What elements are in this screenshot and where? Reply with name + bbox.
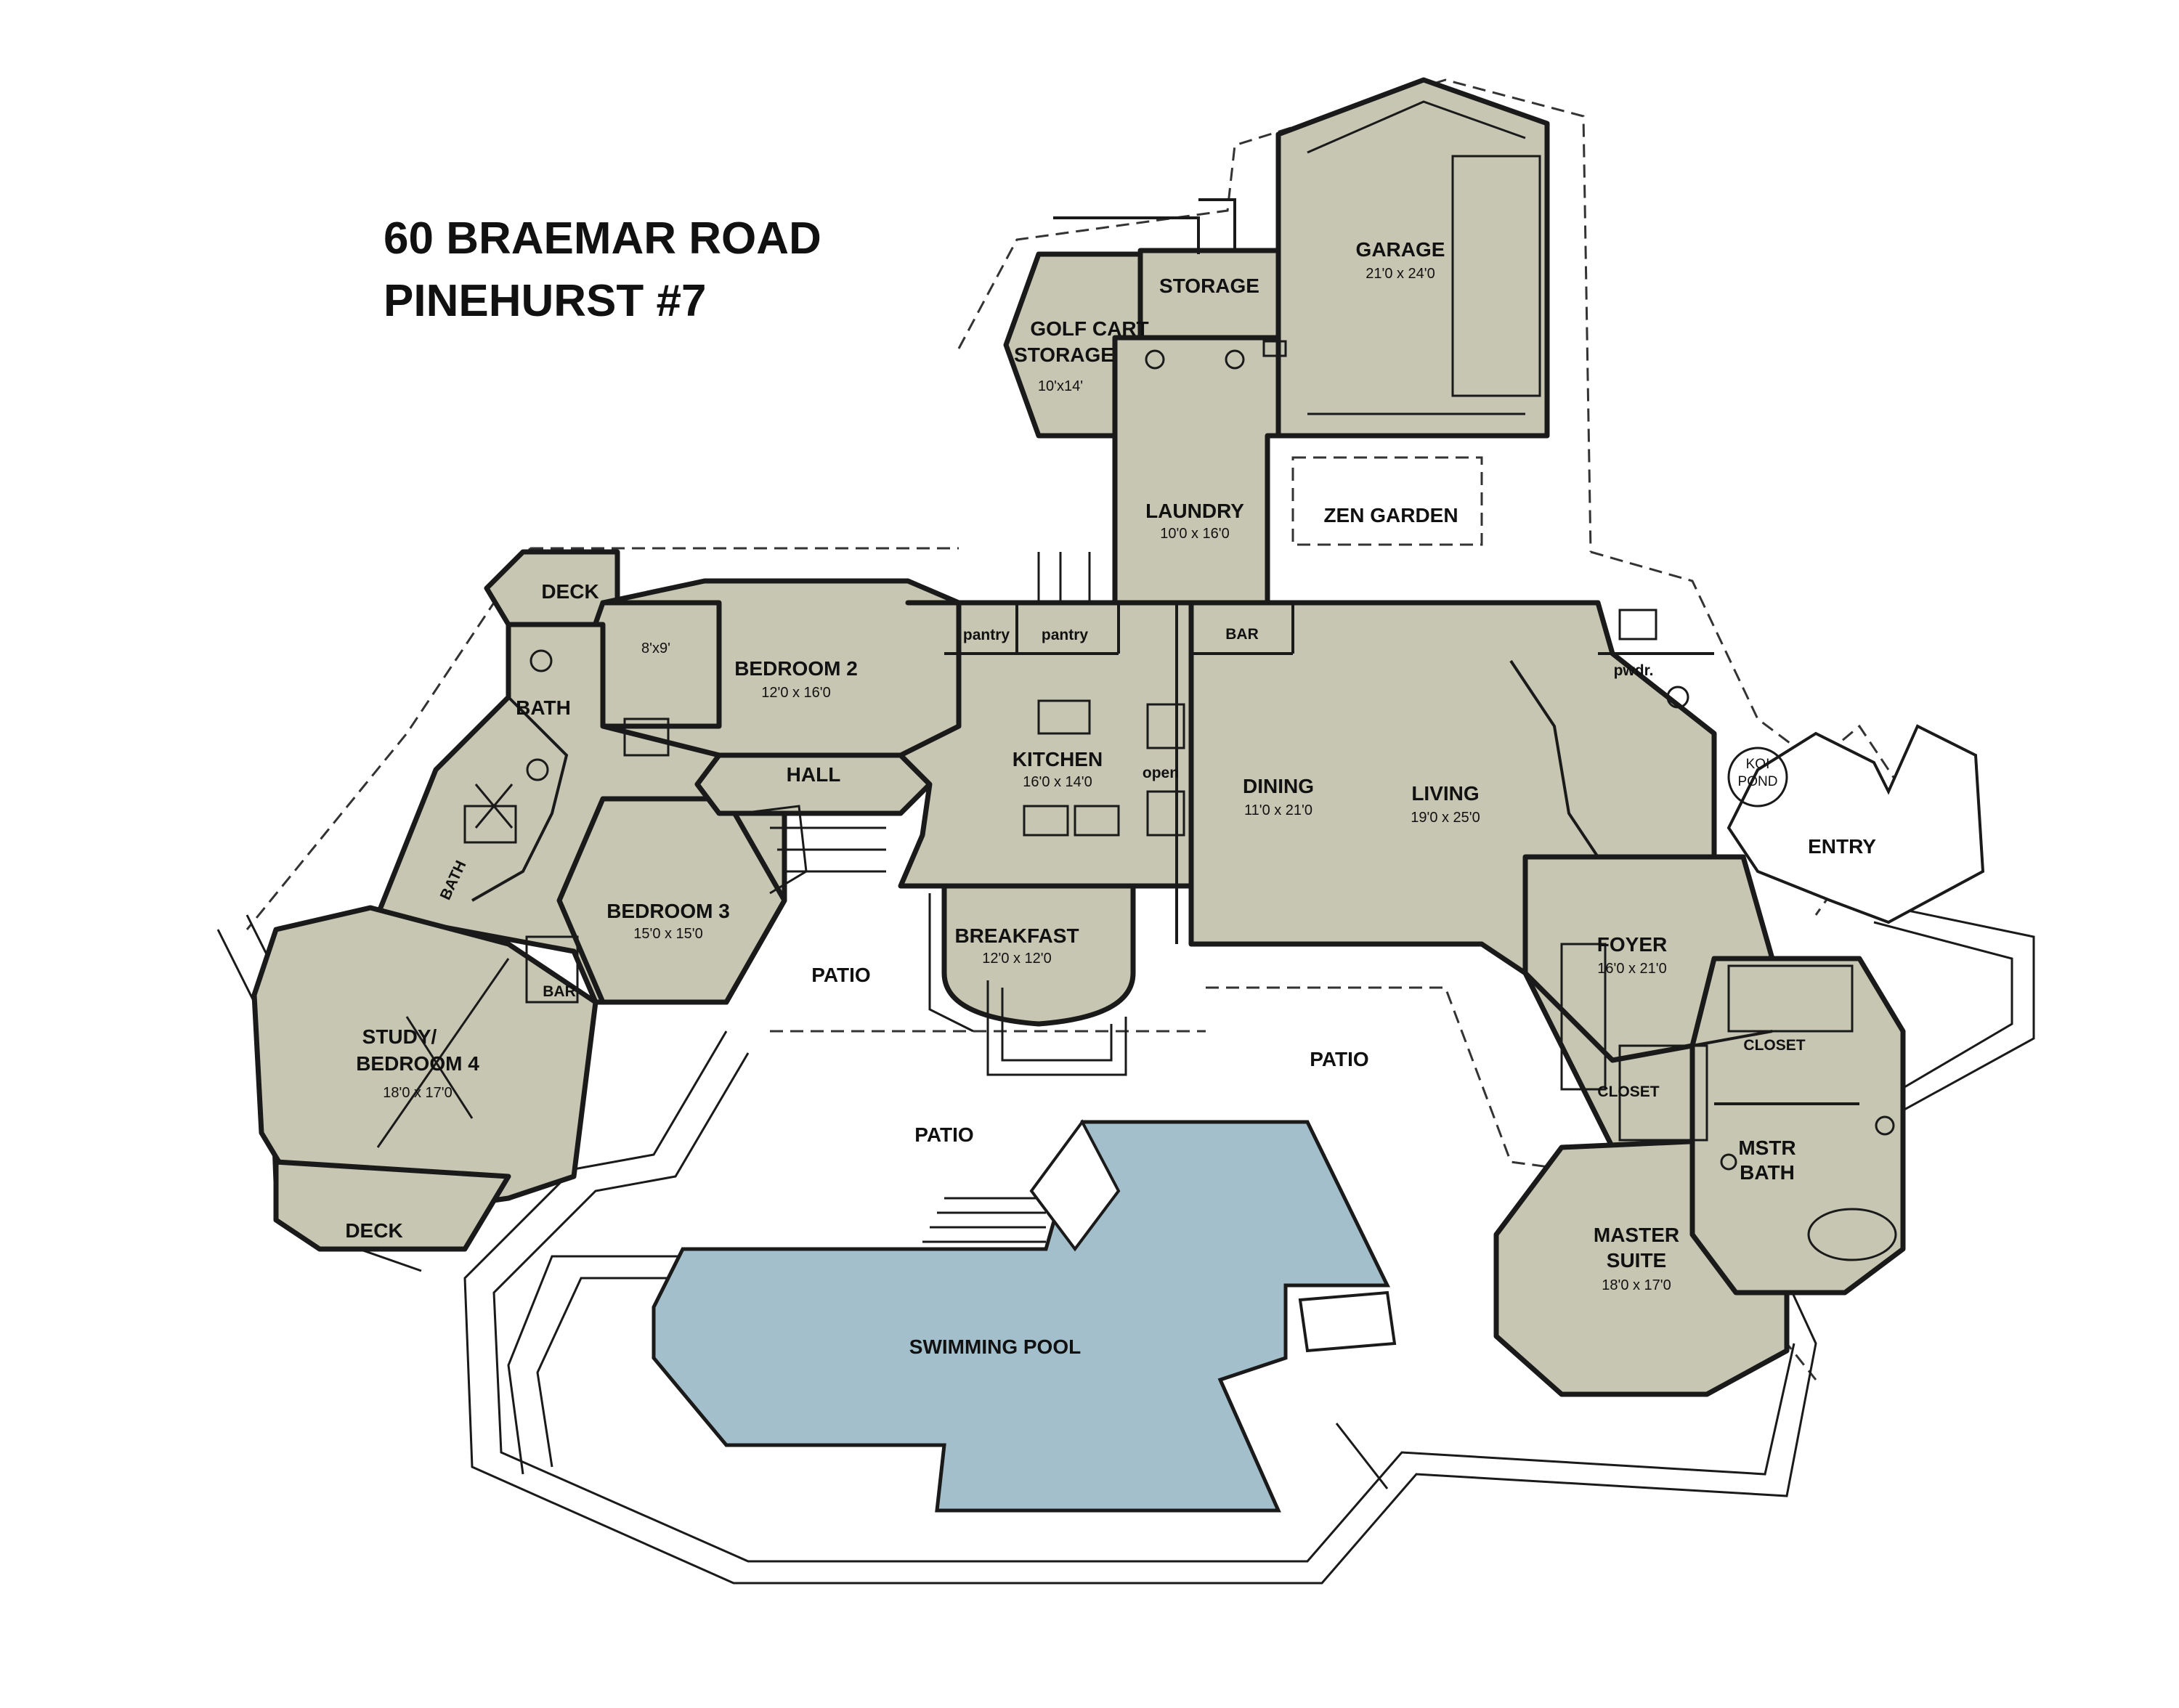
- pantry1-label: pantry: [963, 627, 1010, 643]
- plan-title-address: 60 BRAEMAR ROAD: [384, 214, 821, 264]
- bedroom2-size: 12'0 x 16'0: [761, 685, 831, 701]
- closet2-label: CLOSET: [1597, 1083, 1659, 1100]
- master-suite-label-2: SUITE: [1607, 1249, 1666, 1272]
- kitchen-label: KITCHEN: [1013, 748, 1103, 770]
- patio-right-label: PATIO: [1310, 1048, 1368, 1070]
- bath-label: BATH: [516, 696, 571, 719]
- golf-cart-label-2: STORAGE: [1014, 343, 1114, 366]
- entry-label: ENTRY: [1808, 835, 1876, 858]
- dining-size: 11'0 x 21'0: [1244, 802, 1312, 818]
- small-room-size: 8'x9': [641, 640, 670, 656]
- koi-pond-label-1: KOI: [1746, 757, 1770, 772]
- master-suite-label-1: MASTER: [1594, 1224, 1679, 1246]
- living-label: LIVING: [1411, 782, 1479, 805]
- master-suite-size: 18'0 x 17'0: [1602, 1277, 1671, 1293]
- garage-size: 21'0 x 24'0: [1366, 266, 1435, 282]
- breakfast-label: BREAKFAST: [954, 924, 1079, 947]
- bar-top-label: BAR: [1225, 626, 1259, 643]
- deck-top-label: DECK: [541, 580, 598, 603]
- koi-pond-label-2: POND: [1738, 774, 1778, 789]
- bedroom3-size: 15'0 x 15'0: [633, 926, 703, 942]
- living-size: 19'0 x 25'0: [1411, 810, 1480, 826]
- laundry-label: LAUNDRY: [1145, 500, 1244, 522]
- pool-spa-diamond: [1029, 1119, 1121, 1252]
- foyer-label: FOYER: [1597, 933, 1667, 956]
- swimming-pool: [652, 1120, 1391, 1513]
- bar-left-label: BAR: [543, 983, 576, 1000]
- study-label-2: BEDROOM 4: [356, 1052, 479, 1075]
- pool-label: SWIMMING POOL: [909, 1335, 1081, 1358]
- patio-left-label: PATIO: [811, 964, 870, 986]
- storage-label: STORAGE: [1159, 274, 1259, 297]
- bedroom3-label: BEDROOM 3: [606, 900, 730, 922]
- study-size: 18'0 x 17'0: [383, 1085, 453, 1101]
- open-label: open: [1143, 765, 1179, 781]
- patio-center-label: PATIO: [914, 1123, 973, 1146]
- interior-details: [376, 100, 1897, 1261]
- dining-label: DINING: [1243, 775, 1314, 797]
- plan-title-subdivision: PINEHURST #7: [384, 276, 707, 326]
- laundry-size: 10'0 x 16'0: [1160, 526, 1230, 542]
- hall-label: HALL: [787, 763, 841, 786]
- closet1-label: CLOSET: [1743, 1037, 1805, 1054]
- entry-area: [1726, 724, 1985, 924]
- rooms: [251, 77, 1906, 1397]
- laundry-room: [1112, 335, 1281, 613]
- golf-cart-size: 10'x14': [1038, 378, 1083, 394]
- kitchen-size: 16'0 x 14'0: [1023, 774, 1092, 790]
- zen-garden-label: ZEN GARDEN: [1323, 504, 1458, 526]
- mstr-bath-label-2: BATH: [1740, 1161, 1795, 1184]
- golf-cart-room: [1003, 251, 1143, 439]
- deck-bottom-label: DECK: [345, 1219, 402, 1242]
- breakfast-room: [941, 883, 1136, 1027]
- pool-steps: [922, 1197, 1046, 1243]
- pool-ledge: [1298, 1290, 1397, 1353]
- master-bath-room: [1689, 956, 1906, 1296]
- bedroom2-label: BEDROOM 2: [734, 657, 858, 680]
- foyer-size: 16'0 x 21'0: [1597, 961, 1667, 977]
- koi-pond-circle: [1727, 747, 1788, 808]
- deck-bottom: [273, 1159, 511, 1252]
- breakfast-size: 12'0 x 12'0: [982, 951, 1052, 967]
- powder-label: pwdr.: [1614, 662, 1654, 679]
- golf-cart-label-1: GOLF CART: [1030, 317, 1148, 340]
- garage-label: GARAGE: [1356, 238, 1445, 261]
- pantry2-label: pantry: [1042, 627, 1089, 643]
- mstr-bath-label-1: MSTR: [1738, 1136, 1795, 1159]
- study-label-1: STUDY/: [362, 1025, 437, 1048]
